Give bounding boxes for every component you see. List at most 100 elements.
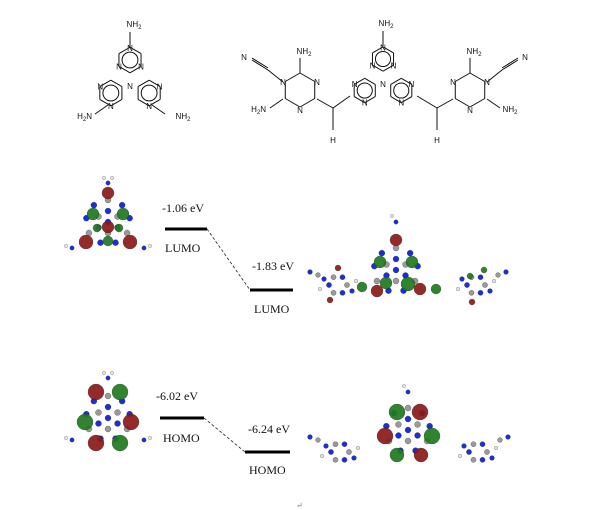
aromatic-ring (102, 84, 120, 102)
lumo-left-label: LUMO (165, 241, 201, 255)
atom-sphere (464, 282, 470, 288)
atom-sphere (315, 272, 321, 278)
lumo-correlation-line (206, 228, 251, 291)
bond-line (486, 98, 501, 109)
bond-line (299, 98, 315, 108)
atom-sphere (114, 409, 121, 416)
atom-sphere (405, 389, 411, 395)
atom-sphere (326, 282, 332, 288)
orbital-lobe (334, 264, 342, 272)
atom-sphere (339, 290, 346, 296)
aromatic-ring (393, 82, 410, 99)
atom-sphere (341, 457, 348, 463)
aromatic-ring (121, 51, 139, 69)
bond-line (299, 72, 315, 82)
atom-sphere (332, 457, 339, 463)
orbital-lobe (78, 234, 94, 250)
bond-line (416, 95, 438, 109)
bond-line (148, 79, 161, 88)
nitrogen-label: N (297, 106, 303, 115)
atom-sphere (69, 245, 75, 251)
atom-sphere (479, 441, 486, 447)
homo-right-label: HOMO (249, 463, 286, 477)
bond-line (110, 98, 123, 107)
orbital-lobe (326, 296, 334, 304)
orbital-lobe (76, 413, 94, 431)
bond-line (99, 79, 112, 88)
bond-line (137, 79, 150, 88)
orbital-lobe (468, 298, 476, 306)
atom-sphere (503, 269, 509, 275)
atom-sphere (105, 180, 111, 186)
atom-sphere (378, 249, 386, 257)
orbital-lobe (111, 434, 129, 452)
atom-sphere (344, 282, 350, 288)
atom-sphere (69, 437, 75, 443)
orbital-lobe (101, 220, 115, 234)
homo-right-energy: -6.24 eV (248, 422, 290, 436)
atom-sphere (320, 454, 324, 458)
amine-label: H2N (77, 112, 92, 123)
bond-line (455, 98, 471, 108)
bond-line (436, 98, 454, 109)
bond-line (269, 98, 284, 109)
atom-sphere (373, 277, 381, 285)
bond-line (372, 64, 384, 72)
atom-sphere (404, 415, 412, 423)
lumo-orbital-left (64, 176, 152, 251)
atom-sphere (339, 274, 346, 280)
atom-sphere (351, 455, 357, 461)
atom-sphere (395, 432, 402, 439)
atom-sphere (395, 421, 402, 428)
nitrogen-label: N (314, 78, 320, 87)
atom-sphere (477, 274, 484, 280)
atom-sphere (479, 457, 486, 463)
atom-sphere (104, 403, 112, 411)
amine-label: H2N (251, 105, 266, 116)
bond-line (251, 57, 269, 69)
atom-sphere (487, 288, 493, 294)
return-mark-icon: ↵ (296, 501, 303, 510)
bond-line (151, 104, 166, 115)
bond-line (267, 69, 284, 83)
atom-sphere (64, 436, 68, 440)
orbital-lobe (370, 284, 384, 298)
orbital-lobe (86, 207, 100, 221)
atom-sphere (341, 441, 348, 447)
bond-line (364, 77, 376, 85)
orbital-lobe (92, 223, 102, 233)
bond-line (118, 46, 131, 55)
atom-sphere (97, 239, 104, 246)
orbital-lobe (466, 272, 474, 280)
aromatic-ring (356, 82, 373, 99)
orbital-lobe (480, 266, 488, 274)
orbital-lobe (423, 427, 441, 445)
orbital-lobe (388, 403, 406, 421)
atom-sphere (141, 437, 147, 443)
nitrogen-label: N (467, 106, 473, 115)
orbital-lobe (389, 233, 403, 247)
atom-sphere (104, 425, 112, 433)
atom-sphere (148, 436, 152, 440)
atom-sphere (402, 384, 406, 388)
atom-sphere (330, 274, 337, 280)
orbital-lobe (116, 207, 130, 221)
bond-line (285, 72, 301, 82)
atom-sphere (110, 371, 114, 375)
amine-label: NH2 (503, 105, 519, 116)
bond-line (401, 96, 413, 104)
bond-line (501, 57, 519, 69)
bond-line (99, 98, 112, 107)
bond-line (285, 98, 301, 108)
atom-sphere (406, 249, 414, 257)
bond-line (129, 46, 142, 55)
nitrogen-label: N (380, 80, 386, 89)
atom-sphere (95, 420, 102, 427)
nitrogen-label: N (398, 99, 404, 108)
atom-sphere (482, 282, 488, 288)
lumo-orbital-right (307, 214, 509, 306)
atom-sphere (148, 244, 152, 248)
bond-line (316, 98, 334, 109)
bond-line (332, 95, 351, 109)
